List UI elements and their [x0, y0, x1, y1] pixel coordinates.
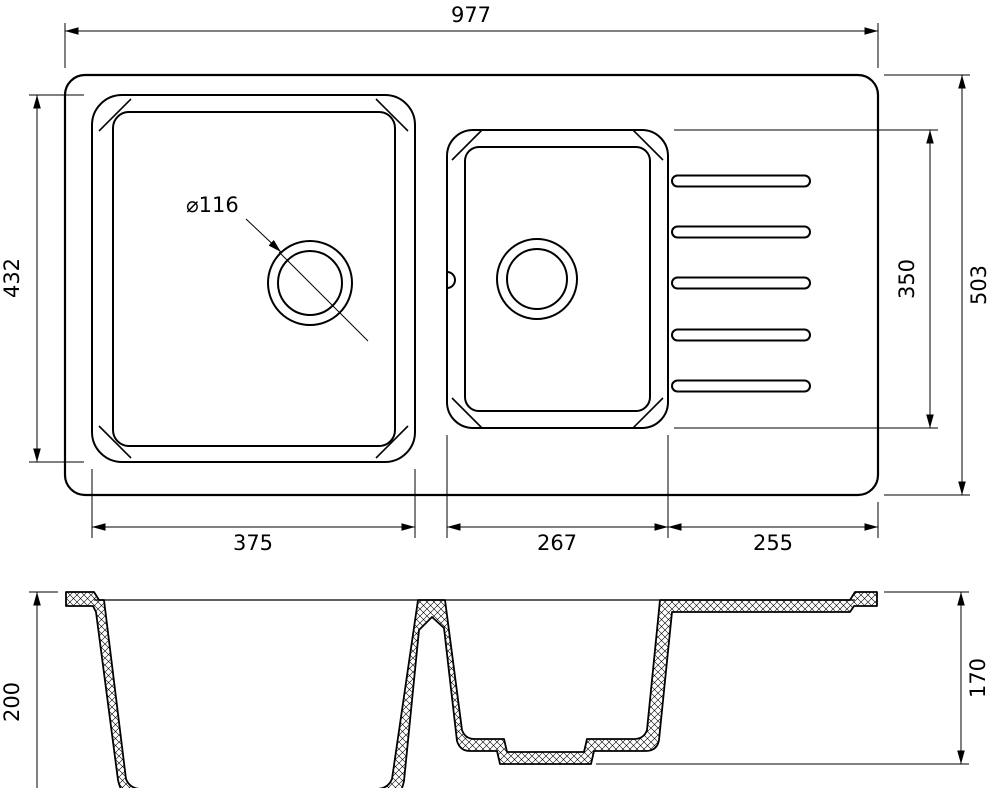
left-drain-inner-circle [277, 250, 343, 316]
extension-lines [884, 74, 970, 496]
left-drain-outer-circle [267, 240, 353, 326]
drainer-ribs [671, 174, 811, 393]
drainer-width-label: 255 [753, 531, 793, 555]
dim-middle-bowl-depth [596, 591, 969, 765]
section-view [65, 591, 878, 788]
dimensions-section-view [29, 591, 969, 788]
leader-line [245, 218, 282, 253]
drainer-rib [671, 225, 811, 239]
dim-left-bowl-height [29, 94, 84, 463]
left-bowl-corner-chamfers [98, 98, 409, 459]
left-bowl-outer-rim [91, 94, 416, 463]
middle-drain-inner-circle [506, 248, 568, 310]
middle-bowl-corner-chamfers [451, 129, 664, 429]
left-bowl-inner-rim [112, 111, 396, 447]
dim-drain-diameter-leader [245, 218, 369, 342]
section-profile [65, 591, 878, 788]
dim-left-bowl-depth [29, 591, 58, 788]
extension-lines [596, 591, 969, 765]
middle-bowl-height-label: 350 [895, 259, 919, 299]
sink-outline [63, 73, 880, 497]
middle-bowl-outer-rim [446, 129, 669, 429]
dim-bottom-widths [91, 435, 879, 538]
overall-height-label: 503 [967, 265, 991, 305]
drainer-rib [671, 276, 811, 290]
dim-overall-height [884, 74, 970, 496]
middle-drain-outer-circle [496, 238, 578, 320]
extension-lines [91, 435, 879, 538]
diameter-chord-line [278, 251, 369, 342]
middle-bowl-inner-rim [464, 146, 651, 412]
drainer-rib [671, 328, 811, 342]
dimensions-top-view [29, 23, 970, 538]
dim-overall-width [64, 23, 879, 68]
left-bowl-depth-label: 200 [0, 682, 24, 722]
overall-width-label: 977 [451, 3, 491, 27]
drainer-rib [671, 379, 811, 393]
extension-lines [64, 23, 879, 68]
extension-lines [674, 129, 938, 429]
overflow-notch [446, 271, 456, 289]
middle-bowl-depth-label: 170 [966, 658, 990, 698]
dim-middle-bowl-height [674, 129, 938, 429]
left-bowl-width-label: 375 [233, 531, 273, 555]
drainer-rib [671, 174, 811, 188]
middle-bowl [446, 129, 669, 429]
top-view [63, 73, 880, 497]
extension-lines [29, 591, 58, 593]
drain-diameter-label: ⌀116 [186, 193, 239, 217]
middle-bowl-width-label: 267 [537, 531, 577, 555]
left-bowl [91, 94, 416, 463]
left-bowl-height-label: 432 [0, 258, 24, 298]
